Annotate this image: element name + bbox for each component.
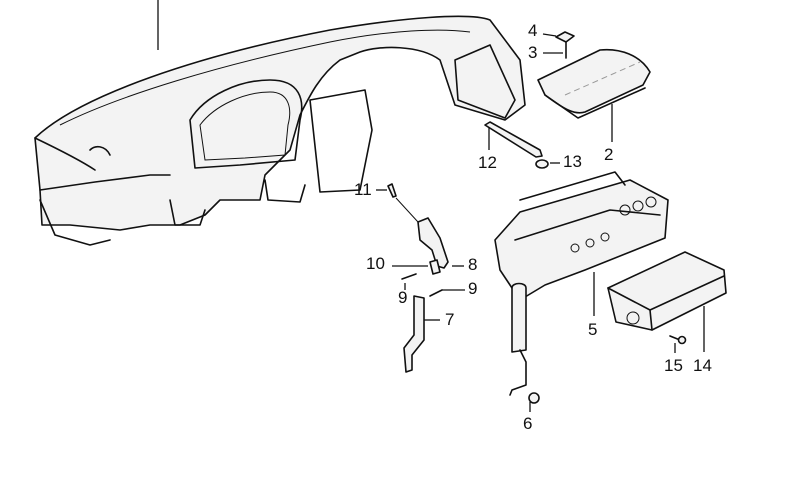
callout-13: 13 — [563, 152, 582, 171]
bolt-part-15 — [669, 335, 687, 353]
callout-11: 11 — [354, 180, 372, 199]
nut-clip-part-10 — [392, 259, 441, 275]
airbag-module-part-14 — [607, 251, 727, 352]
callout-14: 14 — [693, 356, 712, 375]
callout-5: 5 — [588, 320, 598, 339]
cross-beam-part-5 — [494, 171, 669, 316]
callout-9a: 9 — [398, 288, 408, 307]
bracket-strip-part-12 — [484, 121, 543, 158]
callout-2: 2 — [604, 145, 614, 164]
post-part-6 — [509, 282, 540, 412]
callout-10: 10 — [366, 254, 385, 273]
glovebox-lid-part-2 — [537, 48, 651, 142]
callout-9b: 9 — [468, 279, 478, 298]
callout-7: 7 — [445, 310, 455, 329]
callout-3: 3 — [528, 43, 538, 62]
callout-12: 12 — [478, 153, 497, 172]
screw-part-9b — [429, 289, 465, 297]
callout-4: 4 — [528, 21, 538, 40]
screw-part-3 — [543, 41, 567, 59]
bracket-part-8 — [417, 217, 464, 269]
callout-8: 8 — [468, 255, 478, 274]
plug-part-11 — [376, 183, 419, 223]
grommet-part-13 — [535, 159, 560, 169]
dashboard-shell — [34, 15, 526, 246]
strut-part-7 — [403, 295, 440, 373]
callout-15: 15 — [664, 356, 683, 375]
callout-6: 6 — [523, 414, 533, 433]
clip-part-4 — [542, 31, 575, 43]
screw-part-9a — [401, 273, 417, 290]
